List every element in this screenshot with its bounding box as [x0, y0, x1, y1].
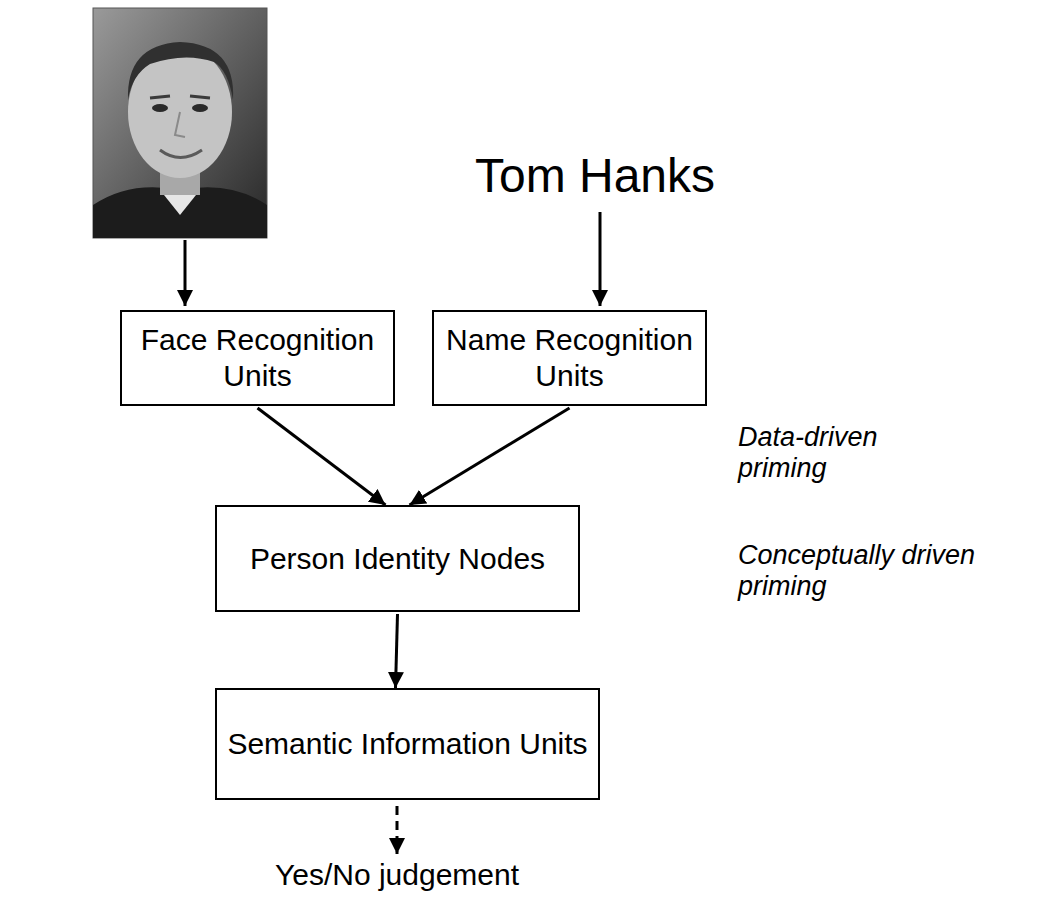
box-label: Semantic Information Units	[227, 726, 587, 762]
output-arrow	[396, 806, 399, 854]
input-arrow	[599, 212, 602, 306]
box-label: Face Recognition Units	[122, 322, 393, 394]
process-box: Person Identity Nodes	[215, 505, 580, 612]
process-box: Face Recognition Units	[120, 310, 395, 406]
input-name: Tom Hanks	[420, 148, 770, 203]
box-label: Person Identity Nodes	[250, 541, 545, 577]
flow-arrow	[410, 408, 570, 505]
box-label: Name Recognition Units	[434, 322, 705, 394]
stage-note: Conceptually driven priming	[738, 540, 1056, 602]
flow-arrow	[396, 614, 398, 688]
process-box: Name Recognition Units	[432, 310, 707, 406]
process-box: Semantic Information Units	[215, 688, 600, 800]
stage-note: Data-driven priming	[738, 422, 918, 484]
output-label: Yes/No judgement	[227, 858, 567, 893]
flow-arrow	[258, 408, 386, 505]
face-photo	[93, 8, 267, 238]
input-arrow	[184, 240, 187, 306]
